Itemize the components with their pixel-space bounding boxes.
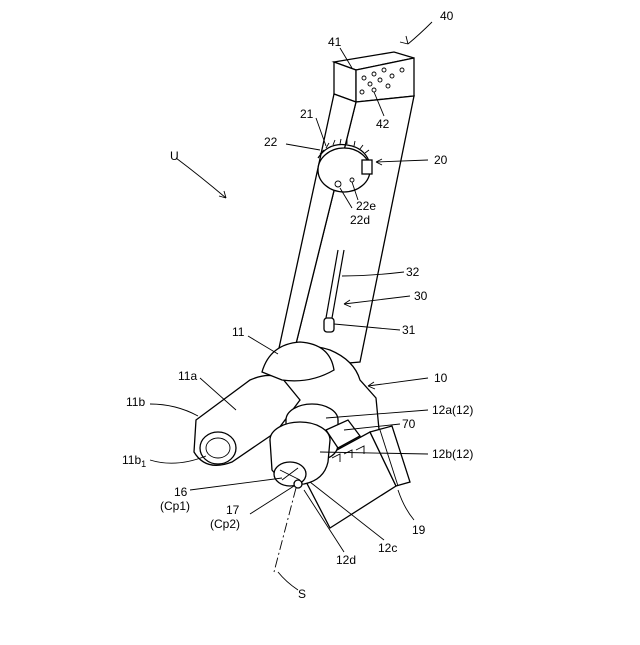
plug-31 — [324, 318, 334, 332]
label-10: 10 — [434, 371, 448, 385]
label-20: 20 — [434, 153, 448, 167]
label-12a: 12a(12) — [432, 403, 473, 417]
label-21: 21 — [300, 107, 314, 121]
axis-s — [274, 488, 296, 572]
hole-11b1 — [200, 432, 236, 464]
shaft-17 — [294, 480, 302, 488]
label-cp2: (Cp2) — [210, 517, 240, 531]
label-16: 16 — [174, 485, 188, 499]
label-11a: 11a — [178, 369, 197, 383]
label-30: 30 — [414, 289, 428, 303]
label-40: 40 — [440, 9, 454, 23]
label-11b: 11b — [126, 395, 145, 409]
label-41: 41 — [328, 35, 342, 49]
label-u: U — [170, 149, 179, 163]
label-cp1: (Cp1) — [160, 499, 190, 513]
label-s: S — [298, 587, 306, 601]
label-11: 11 — [232, 325, 245, 339]
label-32: 32 — [406, 265, 420, 279]
label-70: 70 — [402, 417, 416, 431]
label-42: 42 — [376, 117, 390, 131]
housing-10 — [194, 342, 410, 528]
label-12b: 12b(12) — [432, 447, 473, 461]
sensor-tab — [362, 160, 372, 174]
column-40 — [276, 52, 414, 368]
label-12c: 12c — [378, 541, 397, 555]
label-31: 31 — [402, 323, 416, 337]
label-12d: 12d — [336, 553, 356, 567]
label-19: 19 — [412, 523, 426, 537]
label-22e: 22e — [356, 199, 376, 213]
label-22: 22 — [264, 135, 278, 149]
label-17: 17 — [226, 503, 240, 517]
label-22d: 22d — [350, 213, 370, 227]
label-11b1: 11b1 — [122, 453, 146, 469]
